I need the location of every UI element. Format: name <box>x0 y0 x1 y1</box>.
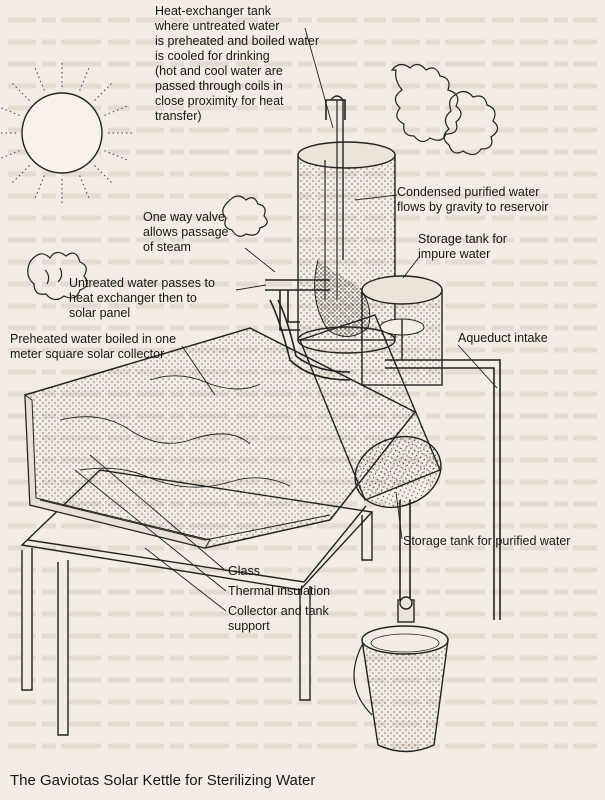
sun-ray <box>104 150 129 162</box>
sun-ray <box>94 81 114 101</box>
pipes <box>265 99 501 620</box>
label-preheated-water: Preheated water boiled in one meter squa… <box>10 332 177 361</box>
sun-ray <box>79 175 91 200</box>
sun-ray <box>0 106 20 116</box>
label-glass: Glass <box>228 564 260 578</box>
sun-ray <box>79 66 91 91</box>
figure-caption: The Gaviotas Solar Kettle for Sterilizin… <box>10 772 316 789</box>
bush-right <box>222 63 499 237</box>
bucket <box>353 625 449 753</box>
label-one-way-valve: One way valve allows passage of steam <box>143 210 229 254</box>
sun-ray <box>33 66 45 91</box>
label-collector-support: Collector and tank support <box>228 604 329 633</box>
bush-left <box>27 251 88 301</box>
sun-ray <box>94 165 114 185</box>
collector-support <box>20 469 374 736</box>
sun-icon <box>0 61 134 205</box>
label-storage-purified: Storage tank for purified water <box>403 534 571 548</box>
label-thermal-insulation: Thermal insulation <box>228 584 331 598</box>
label-heat-exchanger-tank: Heat-exchanger tank where untreated wate… <box>155 4 320 123</box>
sun-ray <box>0 150 20 160</box>
label-untreated-water: Untreated water passes to heat exchanger… <box>69 276 215 320</box>
leader-lines <box>74 27 498 612</box>
label-storage-impure: Storage tank for impure water <box>418 232 507 261</box>
purified-water-tank <box>299 314 442 509</box>
sun-ray <box>104 104 129 116</box>
label-aqueduct-intake: Aqueduct intake <box>458 331 548 345</box>
label-condensed-water: Condensed purified water flows by gravit… <box>397 185 549 214</box>
faucet-icon <box>397 596 415 623</box>
sun-ray <box>10 81 30 101</box>
sun-ray <box>33 175 45 200</box>
sun-ray <box>10 165 30 185</box>
